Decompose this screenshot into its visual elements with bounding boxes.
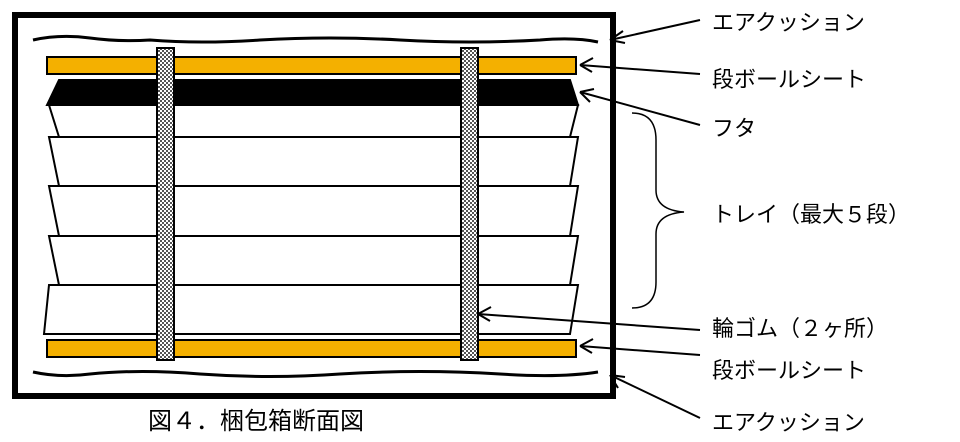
air-cushion-top — [32, 34, 599, 44]
figure-caption: 図４．梱包箱断面図 — [148, 407, 364, 435]
tray-5 — [42, 284, 580, 335]
label-air-cushion-bottom: エアクッション — [712, 411, 865, 436]
tray-2 — [47, 136, 580, 187]
arrow-lid — [579, 91, 701, 126]
label-tray: トレイ（最大５段） — [712, 203, 910, 228]
label-lid: フタ — [712, 117, 756, 142]
arrow-air-cushion-bottom — [609, 374, 701, 419]
arrow-cardboard-top — [579, 64, 701, 75]
tray-4 — [47, 235, 580, 286]
tray-brace — [631, 112, 685, 309]
label-air-cushion-top: エアクッション — [712, 11, 865, 36]
label-cardboard-top: 段ボールシート — [712, 68, 866, 93]
lid — [45, 79, 580, 106]
cardboard-sheet-top — [46, 56, 577, 75]
cardboard-sheet-bottom — [46, 339, 577, 358]
arrow-rubber-band — [477, 313, 701, 331]
leader-lines — [477, 19, 701, 419]
arrow-cardboard-bottom — [579, 345, 701, 356]
arrow-air-cushion-top — [609, 19, 701, 41]
rubber-band-left — [156, 47, 175, 361]
tray-stack — [42, 104, 580, 335]
label-cardboard-bottom: 段ボールシート — [712, 359, 866, 384]
label-rubber-band: 輪ゴム（２ヶ所） — [712, 317, 888, 342]
tray-1 — [47, 104, 580, 138]
tray-3 — [47, 185, 580, 237]
rubber-band-right — [460, 47, 479, 361]
air-cushion-bottom — [32, 370, 599, 378]
